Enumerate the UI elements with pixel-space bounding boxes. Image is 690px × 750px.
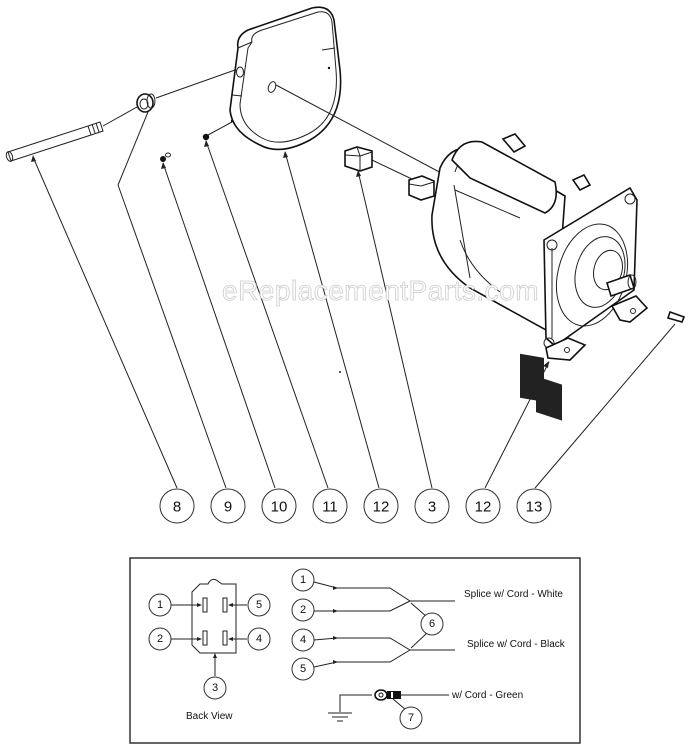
ground-wire: 7 w/ Cord - Green	[328, 689, 523, 730]
svg-text:1: 1	[157, 599, 163, 611]
callout-3[interactable]: 3	[414, 488, 450, 524]
back-view-caption: Back View	[186, 711, 233, 722]
housing-callout: 3	[203, 676, 227, 700]
ring-terminal-icon	[374, 689, 401, 701]
ground-cord-label: w/ Cord - Green	[451, 690, 523, 701]
wiring-diagram: 1 5 2 4 3 Back View 1	[129, 557, 581, 744]
svg-text:9: 9	[224, 499, 232, 516]
exploded-view: eReplacementParts.com	[5, 6, 686, 489]
svg-text:11: 11	[322, 499, 338, 516]
svg-text:4: 4	[256, 633, 262, 645]
svg-text:3: 3	[212, 682, 218, 694]
callout-12b[interactable]: 12	[465, 488, 501, 524]
ground-callout: 7	[399, 706, 423, 730]
callout-8[interactable]: 8	[159, 488, 195, 524]
watermark: eReplacementParts.com	[222, 275, 539, 306]
small-screw	[160, 152, 171, 162]
callout-row: 8 9 10 11 12 3 12 13	[159, 488, 552, 524]
callout-10[interactable]: 10	[261, 488, 297, 524]
key	[666, 310, 686, 323]
lead-4-callout: 4	[291, 628, 315, 652]
svg-text:8: 8	[173, 499, 181, 516]
svg-text:2: 2	[157, 633, 163, 645]
fan-cover	[229, 6, 446, 176]
callout-11[interactable]: 11	[312, 488, 348, 524]
svg-text:1: 1	[300, 574, 306, 586]
callout-9[interactable]: 9	[210, 488, 246, 524]
callout-13[interactable]: 13	[516, 488, 552, 524]
cooling-fins	[520, 353, 562, 421]
lead-2-callout: 2	[291, 598, 315, 622]
motor	[431, 133, 649, 421]
svg-text:12: 12	[475, 499, 492, 516]
screw	[202, 121, 233, 141]
svg-text:6: 6	[429, 618, 435, 630]
svg-text:7: 7	[408, 712, 414, 724]
bushing	[136, 93, 156, 113]
connector	[344, 146, 435, 201]
pin-2-callout: 2	[148, 627, 172, 651]
svg-text:3: 3	[428, 499, 436, 516]
callout-12a[interactable]: 12	[363, 488, 399, 524]
pin-1-callout: 1	[148, 593, 172, 617]
splice-black-label: Splice w/ Cord - Black	[467, 639, 566, 650]
svg-text:5: 5	[256, 599, 262, 611]
lead-wires: 1 2 4 5	[291, 568, 566, 681]
svg-text:5: 5	[300, 663, 306, 675]
svg-text:13: 13	[526, 499, 543, 516]
lead-1-callout: 1	[291, 568, 315, 592]
splice-callout: 6	[420, 612, 444, 636]
svg-text:10: 10	[271, 499, 288, 516]
connector-back-view: 1 5 2 4 3 Back View	[148, 578, 271, 722]
splice-white-label: Splice w/ Cord - White	[464, 589, 563, 600]
lead-5-callout: 5	[291, 657, 315, 681]
shaft-rod	[5, 121, 104, 162]
pin-5-callout: 5	[247, 593, 271, 617]
svg-text:2: 2	[300, 604, 306, 616]
leader-lines	[31, 111, 676, 489]
svg-text:12: 12	[373, 499, 390, 516]
svg-text:4: 4	[300, 634, 306, 646]
pin-4-callout: 4	[247, 627, 271, 651]
